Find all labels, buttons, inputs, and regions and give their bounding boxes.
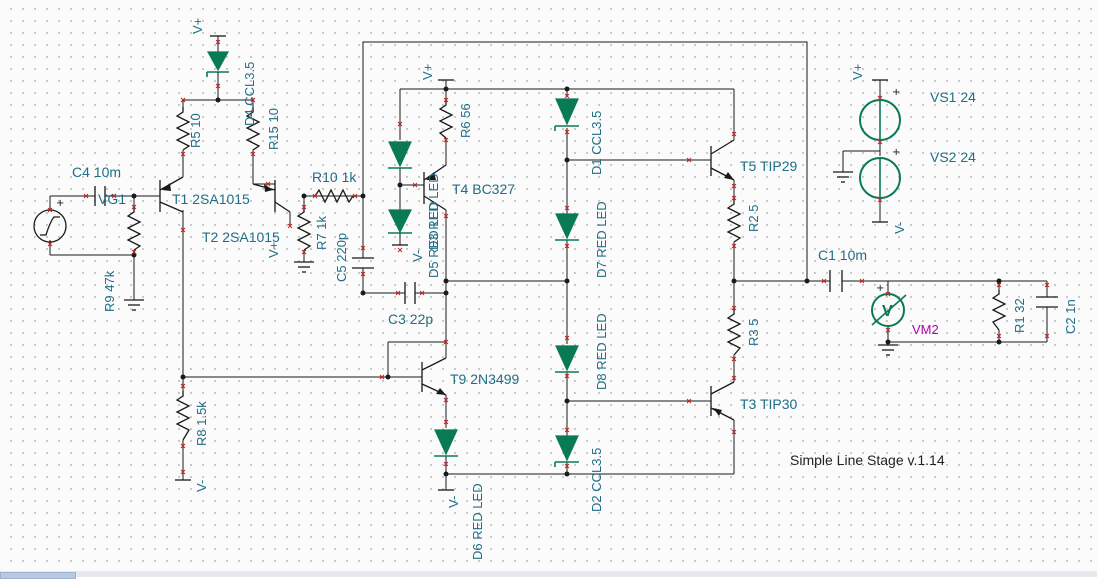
label-c1: C1 10m <box>818 247 867 263</box>
label-d1: D1 CCL3.5 <box>589 111 604 175</box>
label-vg1: VG1 <box>98 191 126 207</box>
label-r2: R2 5 <box>746 205 761 232</box>
rail-vminus-r8: V- <box>194 480 209 492</box>
label-t9: T9 2N3499 <box>450 371 519 387</box>
label-d8: D8 RED LED <box>594 313 609 390</box>
rail-terminals <box>175 35 888 491</box>
label-d7: D7 RED LED <box>594 201 609 278</box>
junction-dots <box>131 86 1002 477</box>
transistor-t5[interactable] <box>710 139 735 181</box>
ground-symbols <box>124 171 898 356</box>
label-r9: R9 47k <box>102 270 117 312</box>
rail-vminus-d5: V- <box>410 250 425 262</box>
resistor-r6[interactable] <box>438 100 454 139</box>
capacitor-c4[interactable] <box>94 186 106 206</box>
diode-d3[interactable] <box>388 141 412 169</box>
diode-d4[interactable] <box>206 36 230 89</box>
schematic-title: Simple Line Stage v.1.14 <box>790 452 945 468</box>
resistor-r1[interactable] <box>991 290 1007 331</box>
label-d6: D6 RED LED <box>470 483 485 560</box>
diode-d5[interactable] <box>388 209 412 245</box>
transistor-t1[interactable] <box>159 176 184 213</box>
component-labels: R5 10 D4 CCL3.5 R15 10 C4 10m VG1 T1 2SA… <box>72 62 1078 560</box>
label-c4: C4 10m <box>72 164 121 180</box>
label-d4: D4 CCL3.5 <box>242 62 257 126</box>
pin-markers <box>47 39 1050 475</box>
diode-d7[interactable] <box>555 213 579 241</box>
diode-d8[interactable] <box>555 345 579 373</box>
label-t4: T4 BC327 <box>452 181 515 197</box>
capacitor-c2[interactable] <box>1036 296 1058 308</box>
label-r10: R10 1k <box>312 169 357 185</box>
transistor-t2[interactable] <box>252 180 291 225</box>
resistor-r8[interactable] <box>175 391 191 441</box>
label-c3: C3 22p <box>388 311 433 327</box>
rail-vplus-t2: V+ <box>266 242 281 258</box>
vs1-plus: + <box>892 87 900 98</box>
label-r6: R6 56 <box>458 103 473 138</box>
label-r8: R8 1.5k <box>194 401 209 446</box>
resistor-r5[interactable] <box>175 107 191 151</box>
label-t5: T5 TIP29 <box>740 158 798 174</box>
diode-d6[interactable] <box>434 429 458 457</box>
vm2-plus: + <box>876 283 884 294</box>
label-t3: T3 TIP30 <box>740 396 798 412</box>
rail-labels: V+ V+ V+ V- V- V- V+ V- <box>190 18 907 508</box>
transistor-t9[interactable] <box>421 342 447 396</box>
label-t1: T1 2SA1015 <box>172 191 250 207</box>
voltmeter-glyph: V <box>882 303 893 320</box>
voltage-source-vs1[interactable]: + <box>859 87 901 141</box>
rail-vminus-vs2: V- <box>892 222 907 234</box>
label-d3: D3 RED LED <box>426 173 441 250</box>
resistor-r3[interactable] <box>726 308 742 356</box>
rail-vplus-r6: V+ <box>420 64 435 80</box>
diode-d1[interactable] <box>554 98 579 131</box>
resistor-r10[interactable] <box>314 188 354 204</box>
horizontal-scrollbar[interactable] <box>0 571 1097 577</box>
transistor-t4[interactable] <box>423 164 447 211</box>
capacitor-c1[interactable] <box>829 270 843 292</box>
label-r15: R15 10 <box>266 108 281 150</box>
diode-d2[interactable] <box>554 435 579 467</box>
resistor-r2[interactable] <box>726 198 742 243</box>
label-d5: D5 RED LED <box>426 201 441 278</box>
label-vs1: VS1 24 <box>930 89 976 105</box>
label-vs2: VS2 24 <box>930 149 976 165</box>
resistor-r9[interactable] <box>126 207 142 251</box>
capacitor-c5[interactable] <box>352 257 374 269</box>
voltmeter-vm2[interactable]: V + <box>871 283 907 327</box>
label-t2: T2 2SA1015 <box>202 229 280 245</box>
label-r1: R1 32 <box>1012 298 1027 333</box>
label-d2: D2 CCL3.5 <box>589 448 604 512</box>
label-c5: C5 220p <box>334 233 349 282</box>
label-r7: R7 1k <box>314 216 329 250</box>
resistor-r7[interactable] <box>296 207 312 251</box>
rail-vplus-d4: V+ <box>190 18 205 34</box>
resistor-r15[interactable] <box>245 107 261 151</box>
voltage-source-vs2[interactable]: + <box>859 147 901 199</box>
label-r3: R3 5 <box>746 319 761 346</box>
transistor-t3[interactable] <box>710 381 735 421</box>
rail-vplus-vs1: V+ <box>850 64 865 80</box>
scrollbar-thumb[interactable] <box>0 572 76 579</box>
rail-vminus-d6: V- <box>446 496 461 508</box>
label-vm2: VM2 <box>912 322 939 337</box>
label-c2: C2 1n <box>1063 299 1078 334</box>
vs2-plus: + <box>892 147 900 158</box>
vg1-plus: + <box>56 198 64 209</box>
capacitor-c3[interactable] <box>404 282 416 304</box>
label-r5: R5 10 <box>188 113 203 148</box>
